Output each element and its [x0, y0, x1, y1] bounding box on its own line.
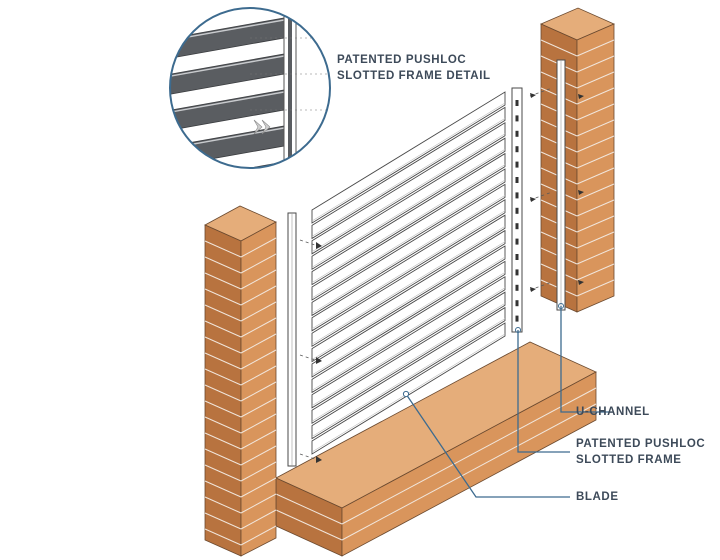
leader-slotted-frame [517, 330, 570, 453]
u-channel-right [556, 59, 566, 311]
blade [311, 91, 506, 224]
leader-lines [405, 306, 612, 498]
slotted-frame [511, 87, 523, 333]
blade [311, 168, 506, 301]
slotted-frame-label: PATENTED PUSHLOC SLOTTED FRAME [576, 436, 705, 468]
slotted-frame-label-line2: SLOTTED FRAME [576, 454, 682, 466]
blade [311, 152, 506, 286]
blade [311, 291, 506, 425]
assembly-arrows [316, 93, 584, 463]
u-channel-left [287, 212, 297, 467]
detail-label: PATENTED PUSHLOC SLOTTED FRAME DETAIL [337, 52, 491, 84]
detail-label-line1: PATENTED PUSHLOC [337, 54, 467, 66]
u-channel-label: U-CHANNEL [576, 406, 650, 418]
detail-callout [169, 7, 331, 169]
assembly-guides [299, 87, 553, 461]
base-wall [275, 341, 597, 557]
push-arrow-icon [253, 119, 271, 135]
blade [311, 183, 506, 317]
detail-slat [170, 161, 285, 168]
blade [311, 275, 506, 409]
blade [311, 198, 506, 332]
blade [311, 229, 506, 363]
blade [311, 322, 506, 455]
blade [311, 137, 506, 271]
blade [311, 106, 506, 240]
detail-label-line2: SLOTTED FRAME DETAIL [337, 70, 491, 82]
blade [311, 121, 506, 255]
blade [311, 306, 506, 440]
left-brick-pillar [204, 205, 277, 557]
right-brick-pillar [540, 7, 615, 313]
blade [311, 245, 506, 378]
blade-label: BLADE [576, 491, 619, 503]
leader-blade [405, 393, 570, 498]
blade [311, 214, 506, 348]
blade [311, 260, 506, 394]
blade-marker [402, 390, 410, 398]
slotted-frame-label-line1: PATENTED PUSHLOC [576, 438, 706, 450]
blade-panel [311, 91, 506, 455]
leader-u-channel [560, 306, 612, 413]
